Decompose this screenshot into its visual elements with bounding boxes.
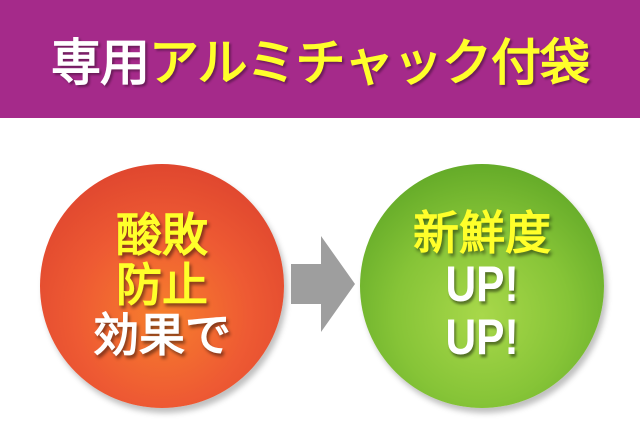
right-circle-line-2: UP! [445, 256, 519, 313]
freshness-up-circle: 新鮮度 UP! UP! [360, 164, 604, 408]
banner-title-white: 専用 [51, 34, 150, 92]
right-circle-line-1: 新鮮度 [413, 205, 551, 260]
banner-title: 専用アルミチャック付袋 [51, 23, 590, 95]
left-circle-line-2: 防止 [116, 258, 208, 313]
title-banner: 専用アルミチャック付袋 [0, 0, 640, 118]
rancidity-prevention-circle: 酸敗 防止 効果で [40, 164, 284, 408]
left-circle-line-3: 効果で [93, 307, 231, 362]
arrow-right-icon [291, 236, 355, 332]
banner-title-yellow: アルミチャック付袋 [149, 34, 590, 92]
right-circle-line-3: UP! [445, 308, 519, 365]
left-circle-line-1: 酸敗 [116, 208, 208, 263]
